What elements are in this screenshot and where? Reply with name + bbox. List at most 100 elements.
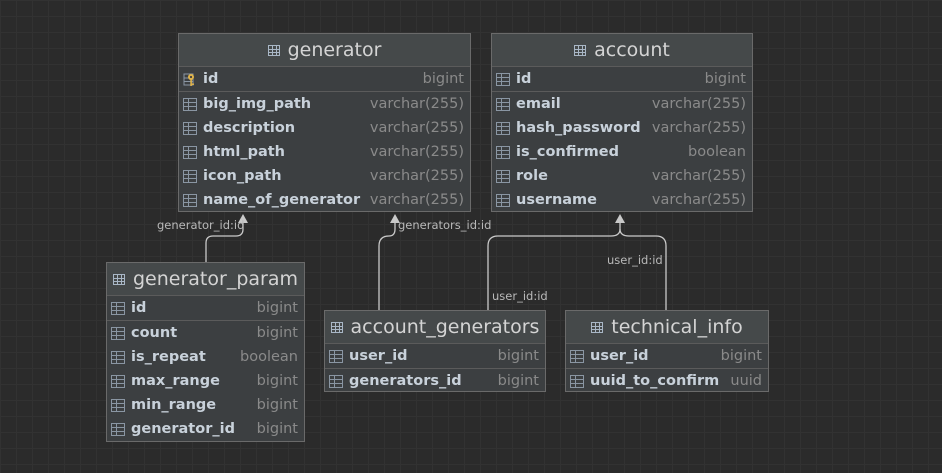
column-type: boolean <box>688 144 746 160</box>
column-type: varchar(255) <box>651 120 746 136</box>
column-type: varchar(255) <box>651 96 746 112</box>
column-name: description <box>203 120 296 136</box>
link-generator-param-generator <box>205 222 244 262</box>
column-name: generator_id <box>131 421 235 437</box>
column-row[interactable]: username varchar(255) <box>492 188 752 212</box>
column-icon <box>570 349 584 363</box>
column-icon <box>496 72 510 86</box>
table-icon <box>267 44 280 56</box>
column-row[interactable]: max_range bigint <box>107 369 304 393</box>
table-icon <box>591 321 604 333</box>
column-row[interactable]: generator_id bigint <box>107 417 304 441</box>
column-type: bigint <box>256 421 298 437</box>
column-name: max_range <box>131 373 220 389</box>
column-type: varchar(255) <box>369 144 464 160</box>
column-row[interactable]: id bigint <box>107 296 304 321</box>
column-type: uuid <box>730 373 762 389</box>
column-icon <box>183 97 197 111</box>
column-row[interactable]: name_of_generator varchar(255) <box>179 188 470 212</box>
column-row[interactable]: icon_path varchar(255) <box>179 164 470 188</box>
column-row[interactable]: id bigint <box>179 67 470 92</box>
column-name: generators_id <box>349 373 462 389</box>
column-type: varchar(255) <box>651 192 746 208</box>
column-name: count <box>131 325 178 341</box>
column-row[interactable]: description varchar(255) <box>179 116 470 140</box>
column-name: user_id <box>590 348 649 364</box>
column-type: boolean <box>240 349 298 365</box>
column-type: bigint <box>256 325 298 341</box>
column-row[interactable]: html_path varchar(255) <box>179 140 470 164</box>
column-type: bigint <box>256 397 298 413</box>
column-name: icon_path <box>203 168 282 184</box>
column-name: id <box>131 300 147 316</box>
table-icon <box>574 44 587 56</box>
table-header[interactable]: generator_param <box>107 263 304 296</box>
link-technical-info-account <box>619 228 667 310</box>
column-name: min_range <box>131 397 217 413</box>
column-name: id <box>203 71 219 87</box>
column-type: bigint <box>256 373 298 389</box>
table-header[interactable]: account <box>492 34 752 67</box>
column-type: bigint <box>704 71 746 87</box>
column-icon <box>329 349 343 363</box>
column-icon <box>329 374 343 388</box>
column-name: username <box>516 192 597 208</box>
table-icon <box>113 273 125 285</box>
column-icon <box>183 145 197 159</box>
column-icon <box>496 193 510 207</box>
column-row[interactable]: min_range bigint <box>107 393 304 417</box>
column-icon <box>183 169 197 183</box>
column-row[interactable]: uuid_to_confirm uuid <box>566 369 768 393</box>
column-icon <box>496 97 510 111</box>
arrow-to-account <box>615 214 625 223</box>
column-type: bigint <box>497 348 539 364</box>
column-icon <box>496 169 510 183</box>
column-icon <box>183 193 197 207</box>
column-row[interactable]: user_id bigint <box>566 344 768 369</box>
link-account-generators-generator <box>378 222 396 310</box>
column-icon <box>111 422 125 436</box>
column-name: role <box>516 168 548 184</box>
column-name: html_path <box>203 144 286 160</box>
primary-key-icon <box>183 72 198 87</box>
table-header[interactable]: generator <box>179 34 470 67</box>
column-icon <box>111 398 125 412</box>
table-generator-param[interactable]: generator_param id bigint count bigint is_re… <box>106 262 305 442</box>
table-title: generator <box>287 39 382 61</box>
column-icon <box>111 326 125 340</box>
column-name: name_of_generator <box>203 192 361 208</box>
table-title: account <box>594 39 670 61</box>
column-type: varchar(255) <box>369 192 464 208</box>
relation-label: generator_id:id <box>157 218 245 232</box>
column-row[interactable]: email varchar(255) <box>492 92 752 116</box>
relation-label: generators_id:id <box>398 218 492 232</box>
column-icon <box>111 374 125 388</box>
column-name: email <box>516 96 561 112</box>
table-header[interactable]: account_generators <box>325 311 545 344</box>
column-type: bigint <box>256 300 298 316</box>
column-type: varchar(255) <box>369 168 464 184</box>
column-icon <box>570 374 584 388</box>
column-type: varchar(255) <box>369 120 464 136</box>
column-icon <box>183 121 197 135</box>
column-type: bigint <box>422 71 464 87</box>
column-row[interactable]: count bigint <box>107 321 304 345</box>
column-name: uuid_to_confirm <box>590 373 720 389</box>
column-icon <box>496 121 510 135</box>
table-header[interactable]: technical_info <box>566 311 768 344</box>
column-icon <box>111 301 125 315</box>
column-type: bigint <box>720 348 762 364</box>
